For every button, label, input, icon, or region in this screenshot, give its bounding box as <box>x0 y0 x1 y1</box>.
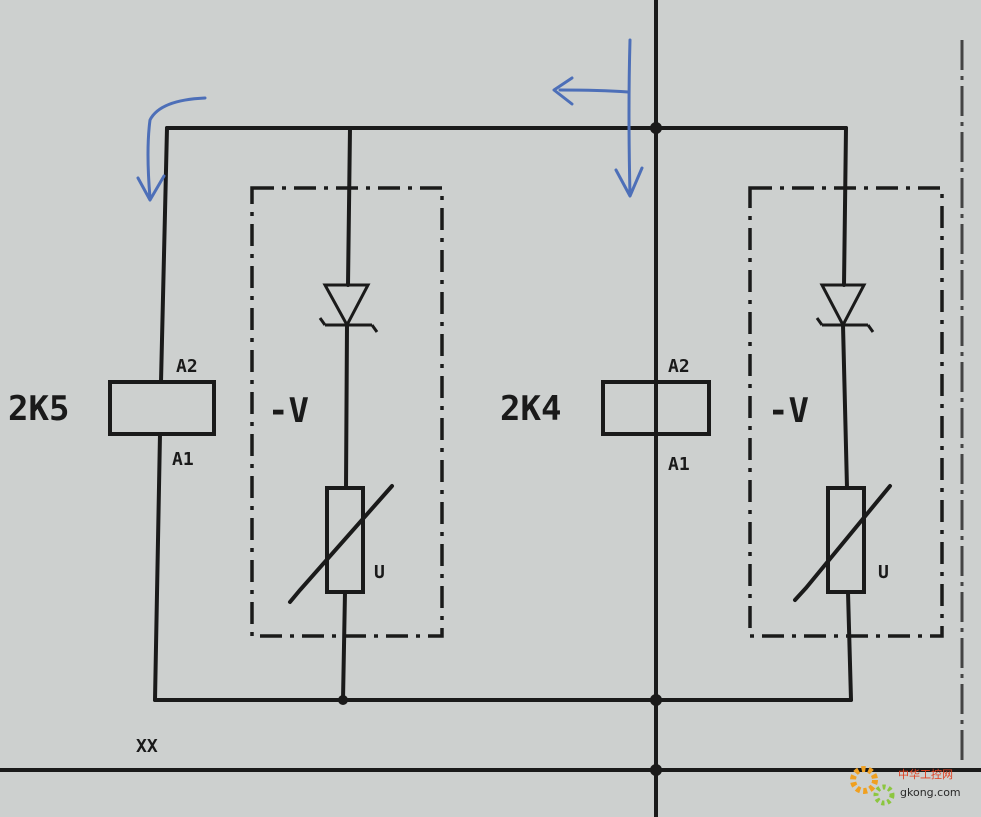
suppressor-right-enclosure <box>748 186 944 638</box>
gear-icon <box>850 766 878 794</box>
relay-2k4-coil <box>601 380 711 436</box>
suppressor-left-enclosure <box>250 186 444 638</box>
suppressor-right-wire-bottom <box>846 590 853 702</box>
relay-2k5-terminal-a1: A1 <box>172 449 194 470</box>
suppressor-left-wire-mid <box>344 323 349 490</box>
relay-2k5-terminal-a2: A2 <box>176 356 198 377</box>
suppressor-left-wire-top <box>346 126 352 287</box>
suppressor-left-varistor-slash-icon <box>288 484 394 604</box>
junction-dot-lower-bus <box>650 694 662 706</box>
pen-arrow-top-down-icon <box>614 38 644 198</box>
suppressor-right-zener-icon <box>815 283 875 333</box>
watermark-logo: 中华工控网 gkong.com <box>850 766 961 806</box>
pen-arrow-left-icon <box>136 96 207 202</box>
suppressor-right-varistor-label: U <box>878 562 889 583</box>
relay-2k5-wire-top <box>159 126 169 384</box>
relay-2k5-coil <box>108 380 216 436</box>
relay-2k4-terminal-a2: A2 <box>668 356 690 377</box>
suppressor-right-wire-mid <box>841 323 849 490</box>
junction-dot-top-bus <box>650 122 662 134</box>
suppressor-right-varistor-slash-icon <box>793 484 892 602</box>
pen-arrow-top-left-icon <box>552 76 630 106</box>
bottom-wire-label: XX <box>136 736 158 757</box>
suppressor-left-wire-bottom <box>341 590 347 702</box>
gear-icon-small <box>873 784 895 806</box>
relay-2k5-wire-bottom <box>153 432 162 702</box>
junction-dot-bottom-bus <box>650 764 662 776</box>
relay-2k5-label: 2K5 <box>8 389 69 429</box>
relay-2k4-terminal-a1: A1 <box>668 454 690 475</box>
suppressor-right-label: -V <box>768 391 809 431</box>
suppressor-left-label: -V <box>268 391 309 431</box>
watermark-text-cn: 中华工控网 <box>898 767 953 781</box>
relay-2k4-label: 2K4 <box>500 389 561 429</box>
suppressor-left-varistor-label: U <box>374 562 385 583</box>
watermark-text-en: gkong.com <box>900 786 961 799</box>
suppressor-right-wire-top <box>842 126 848 287</box>
